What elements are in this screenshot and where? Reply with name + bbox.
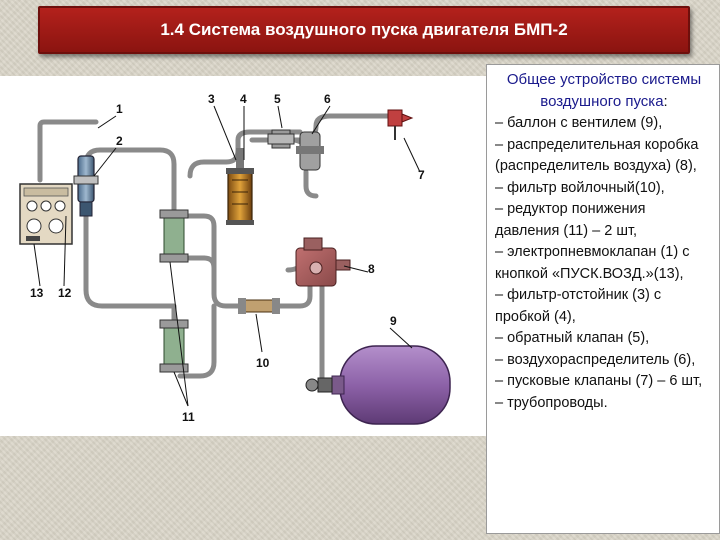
legend-item: – редуктор понижения давления (11) – 2 ш… xyxy=(495,201,646,239)
legend-heading-colon: : xyxy=(663,93,668,110)
pipe-to-separator xyxy=(223,129,303,165)
legend-item: – обратный клапан (5), xyxy=(495,330,650,346)
pipe-lower-loop xyxy=(177,303,217,379)
legend-item: – трубопроводы. xyxy=(495,394,608,411)
air-cylinder xyxy=(305,345,451,425)
title-bar: 1.4 Система воздушного пуска двигателя Б… xyxy=(38,6,690,54)
legend-list: – баллон с вентилем (9), – распределител… xyxy=(495,113,713,414)
legend-item: – фильтр войлочный(10), xyxy=(495,179,665,196)
air-distributor xyxy=(296,131,324,171)
filter-separator xyxy=(226,148,254,225)
callout-5: 5 xyxy=(274,92,281,106)
legend-item: – распределительная коробка (распределит… xyxy=(495,136,699,175)
pipe-reducer-upper-in xyxy=(83,147,207,261)
reducer-lower xyxy=(159,319,189,373)
callout-6: 6 xyxy=(324,92,331,106)
legend-panel: Общее устройство системы воздушного пуск… xyxy=(486,64,720,534)
legend-item: – пусковые клапаны (7) – 6 шт, xyxy=(495,373,703,389)
callout-9: 9 xyxy=(390,314,397,328)
slide-title: 1.4 Система воздушного пуска двигателя Б… xyxy=(160,20,568,39)
callout-12: 12 xyxy=(58,286,72,300)
callout-13: 13 xyxy=(30,286,44,300)
pipe-upper-top xyxy=(187,159,229,179)
leader-lines xyxy=(33,105,421,407)
callout-11: 11 xyxy=(182,410,195,424)
legend-item: – фильтр-отстойник (3) с пробкой (4), xyxy=(495,287,662,325)
legend-item: – электропневмоклапан (1) с кнопкой «ПУС… xyxy=(495,244,690,282)
air-start-schematic xyxy=(19,105,451,425)
legend-heading-text: Общее устройство системы воздушного пуск… xyxy=(506,71,702,110)
solenoid-valve xyxy=(73,155,99,217)
reducer-upper xyxy=(159,209,189,263)
starting-valve xyxy=(387,109,414,140)
callout-1: 1 xyxy=(116,102,123,116)
legend-item: – баллон с вентилем (9), xyxy=(495,115,663,131)
callout-3: 3 xyxy=(208,92,215,106)
diagram-panel: 1 2 3 4 5 6 7 8 9 10 11 12 13 xyxy=(0,76,486,436)
felt-filter xyxy=(238,298,280,314)
callout-2: 2 xyxy=(116,134,123,148)
control-panel xyxy=(19,183,73,245)
distribution-box xyxy=(295,237,351,287)
pipe-solenoid-top xyxy=(37,119,99,183)
pipe-distributor-drop xyxy=(303,169,319,199)
check-valve xyxy=(267,129,295,149)
legend-item: – воздухораспределитель (6), xyxy=(495,351,696,368)
callout-8: 8 xyxy=(368,262,375,276)
pipe-upper-side xyxy=(201,255,217,271)
callout-7: 7 xyxy=(418,168,425,182)
pipe-junction-lower xyxy=(147,303,177,329)
callout-4: 4 xyxy=(240,92,247,106)
legend-heading: Общее устройство системы воздушного пуск… xyxy=(495,69,713,113)
pipe-panel-to-lower xyxy=(83,197,153,309)
callout-10: 10 xyxy=(256,356,270,370)
pipe-upper-to-filter xyxy=(171,213,313,309)
